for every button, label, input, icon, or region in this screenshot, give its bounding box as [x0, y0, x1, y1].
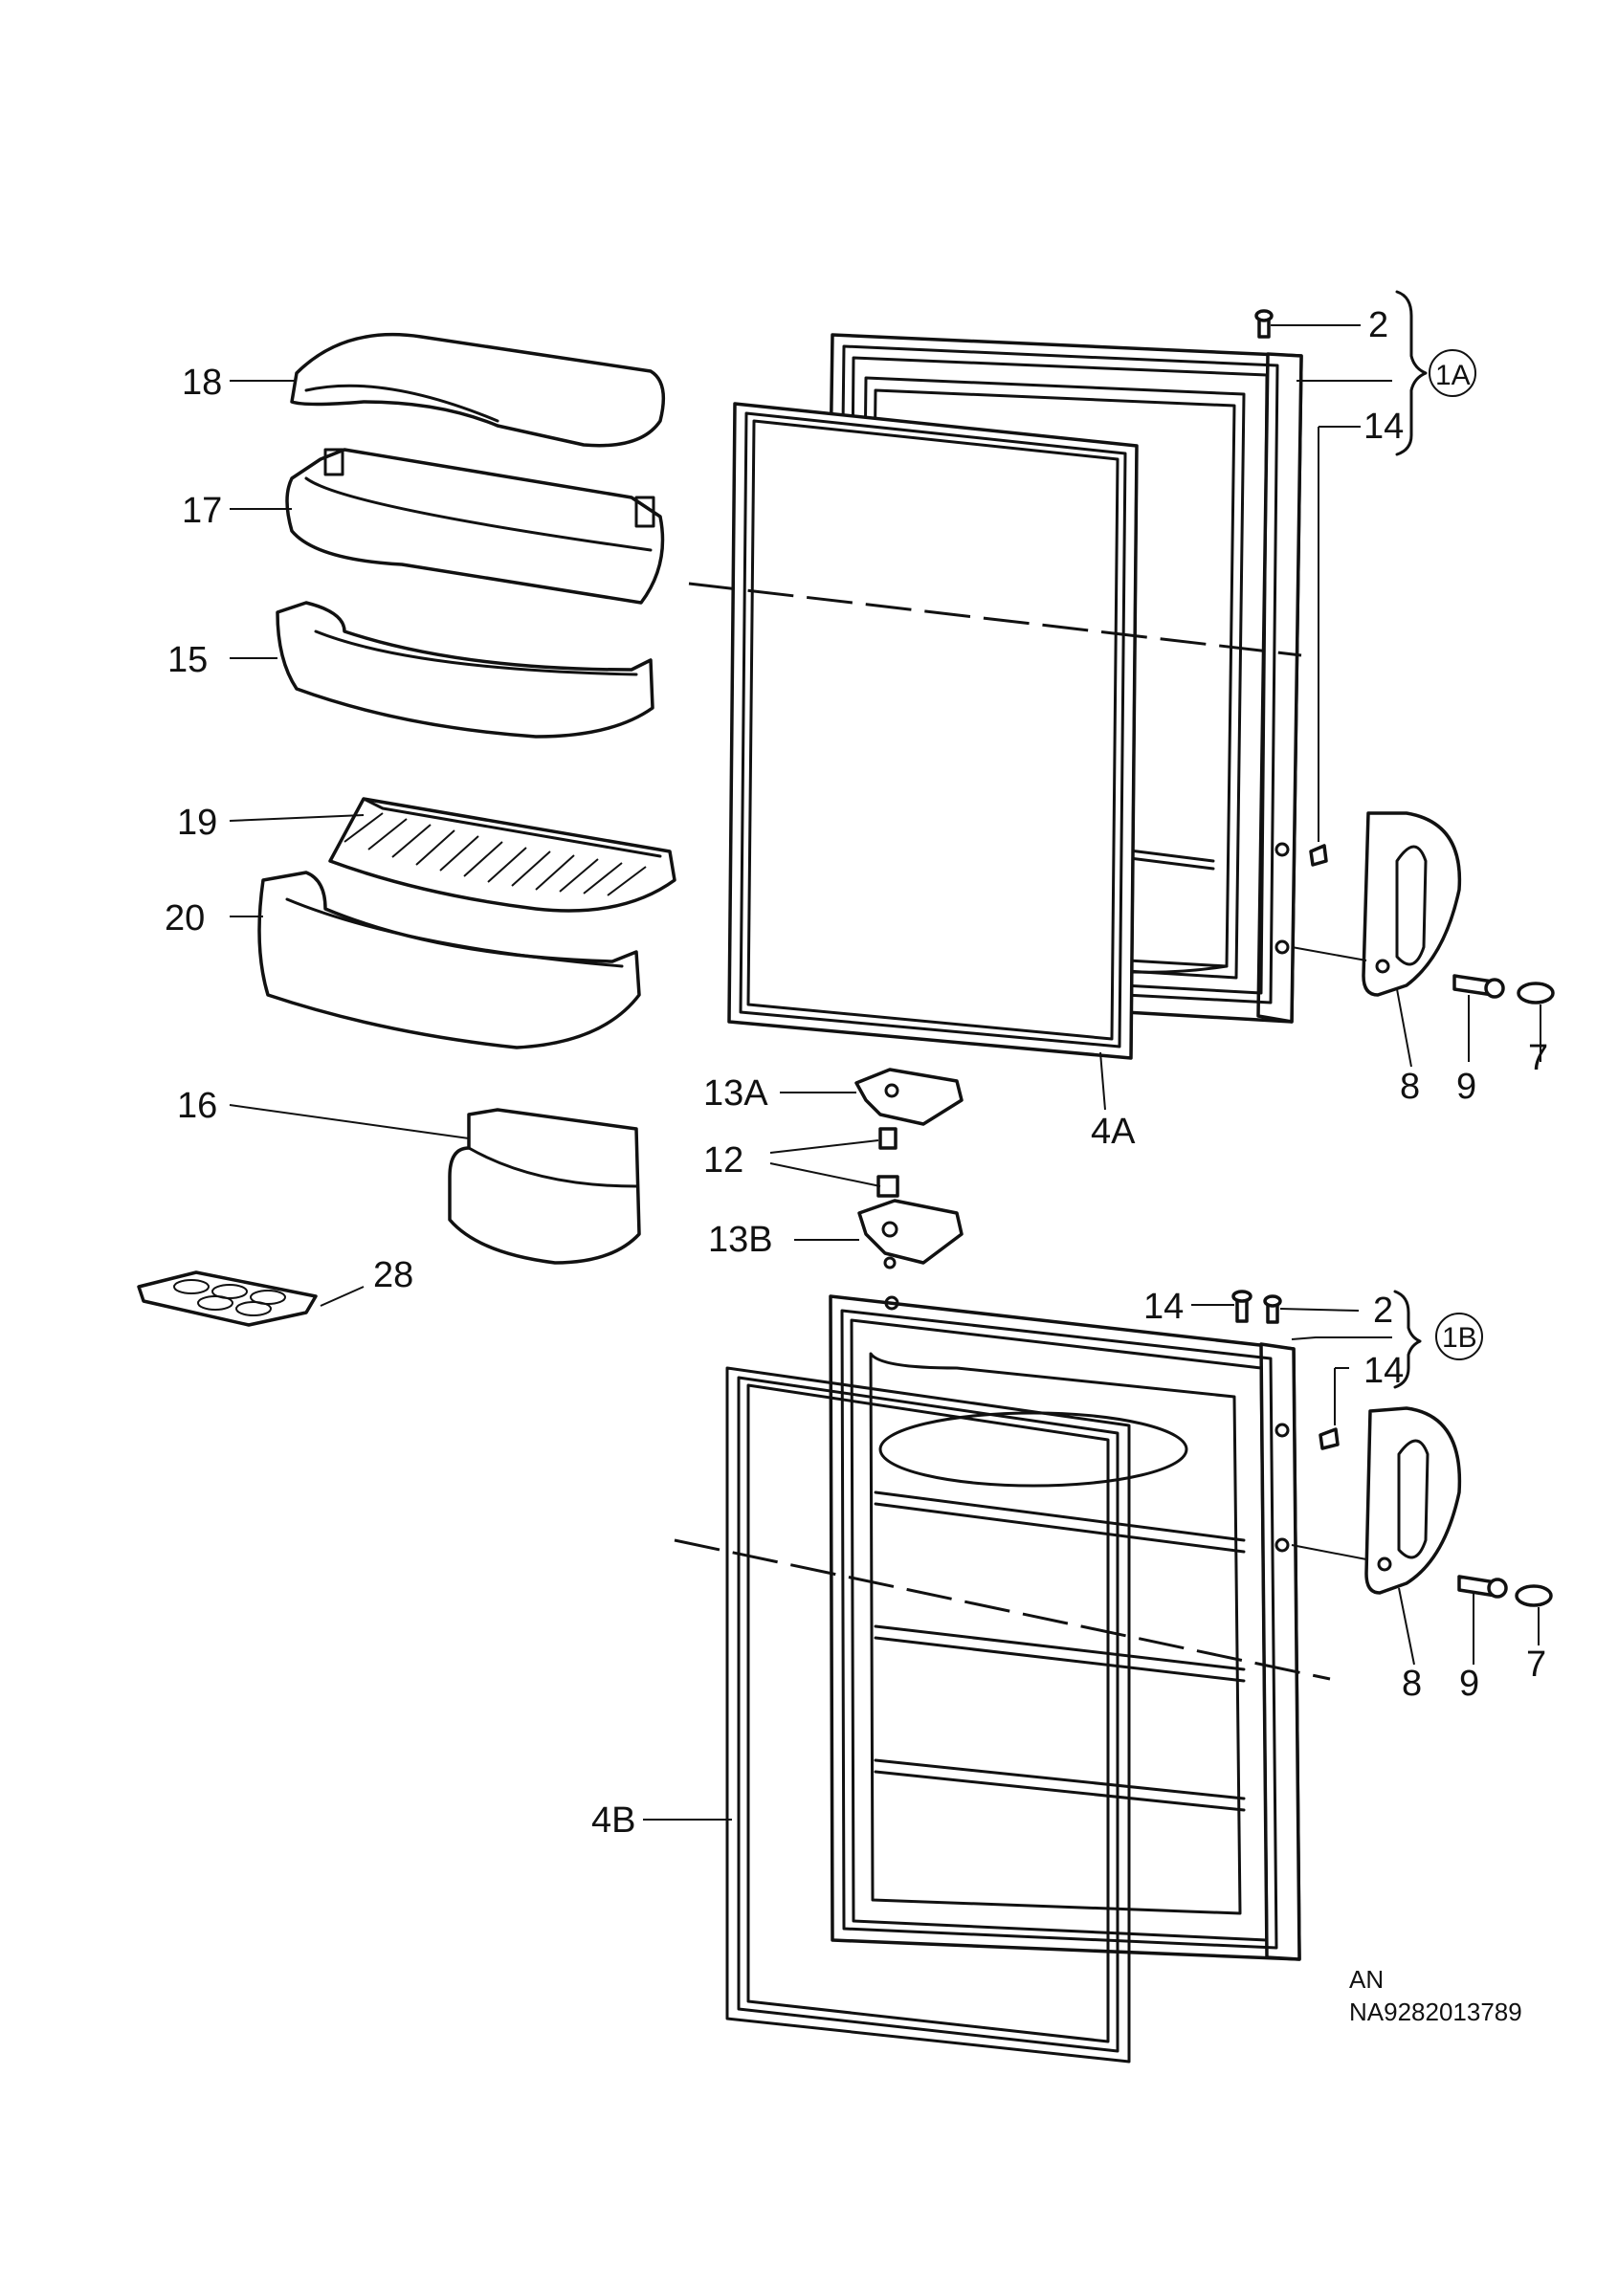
label-13a: 13A — [703, 1073, 768, 1114]
screw-9-lower — [1457, 1575, 1508, 1599]
label-12: 12 — [703, 1140, 743, 1181]
leader-lines — [229, 324, 1541, 1821]
screw-14-upper — [1309, 844, 1328, 867]
screw-14-lower-side — [1319, 1427, 1340, 1450]
lower-door-gasket — [725, 1366, 1131, 2064]
brace-1a — [1395, 290, 1428, 456]
handle-upper — [1362, 811, 1462, 997]
cap-7-lower — [1515, 1584, 1553, 1607]
handle-lower — [1364, 1406, 1462, 1595]
footer-line-2: NA9282013789 — [1349, 1998, 1522, 2026]
hinge-13b — [857, 1199, 964, 1269]
label-16: 16 — [177, 1086, 217, 1126]
break-line-upper — [688, 582, 1302, 657]
balcony-15 — [276, 601, 654, 739]
balcony-20 — [257, 871, 641, 1049]
label-1b-circle — [1435, 1313, 1483, 1360]
label-1a-circle — [1429, 349, 1476, 397]
label-9-upper: 9 — [1456, 1067, 1476, 1107]
hinge-13a — [854, 1068, 964, 1126]
lower-door-panel — [829, 1294, 1301, 1961]
label-7-upper: 7 — [1528, 1038, 1548, 1078]
footer-line-1: AN — [1349, 1965, 1384, 1994]
label-1a: 1A — [1435, 360, 1471, 391]
label-14-lower-side: 14 — [1363, 1351, 1404, 1391]
label-19: 19 — [177, 803, 217, 843]
label-17: 17 — [182, 491, 222, 531]
break-line-lower — [674, 1538, 1331, 1681]
cap-7-upper — [1517, 982, 1555, 1004]
label-14-lower-top: 14 — [1143, 1287, 1184, 1327]
label-13b: 13B — [708, 1220, 773, 1260]
bottle-holder-16 — [448, 1108, 641, 1265]
label-20: 20 — [165, 898, 205, 938]
hinge-pin-12 — [876, 1127, 899, 1198]
label-8-lower: 8 — [1402, 1664, 1422, 1704]
screw-9-upper — [1452, 974, 1505, 999]
screw-2-upper — [1254, 309, 1274, 339]
egg-rack-19 — [328, 797, 676, 913]
label-18: 18 — [182, 363, 222, 403]
label-8-upper: 8 — [1400, 1067, 1420, 1107]
screw-2-lower — [1263, 1294, 1282, 1324]
label-9-lower: 9 — [1459, 1664, 1479, 1704]
brace-1b — [1393, 1290, 1422, 1389]
screw-14-lower-top — [1231, 1290, 1252, 1323]
label-2-upper: 2 — [1368, 305, 1388, 345]
label-4b: 4B — [591, 1800, 635, 1841]
label-7-lower: 7 — [1526, 1645, 1546, 1685]
label-1b: 1B — [1442, 1322, 1477, 1354]
dairy-lid-18 — [290, 333, 666, 448]
label-14-upper: 14 — [1363, 407, 1404, 447]
label-28: 28 — [373, 1255, 413, 1295]
balcony-17 — [285, 448, 665, 605]
label-2-lower: 2 — [1373, 1291, 1393, 1331]
egg-tray-28 — [137, 1270, 318, 1327]
label-15: 15 — [167, 640, 208, 680]
upper-door-gasket — [727, 402, 1139, 1060]
label-4a: 4A — [1091, 1112, 1136, 1152]
